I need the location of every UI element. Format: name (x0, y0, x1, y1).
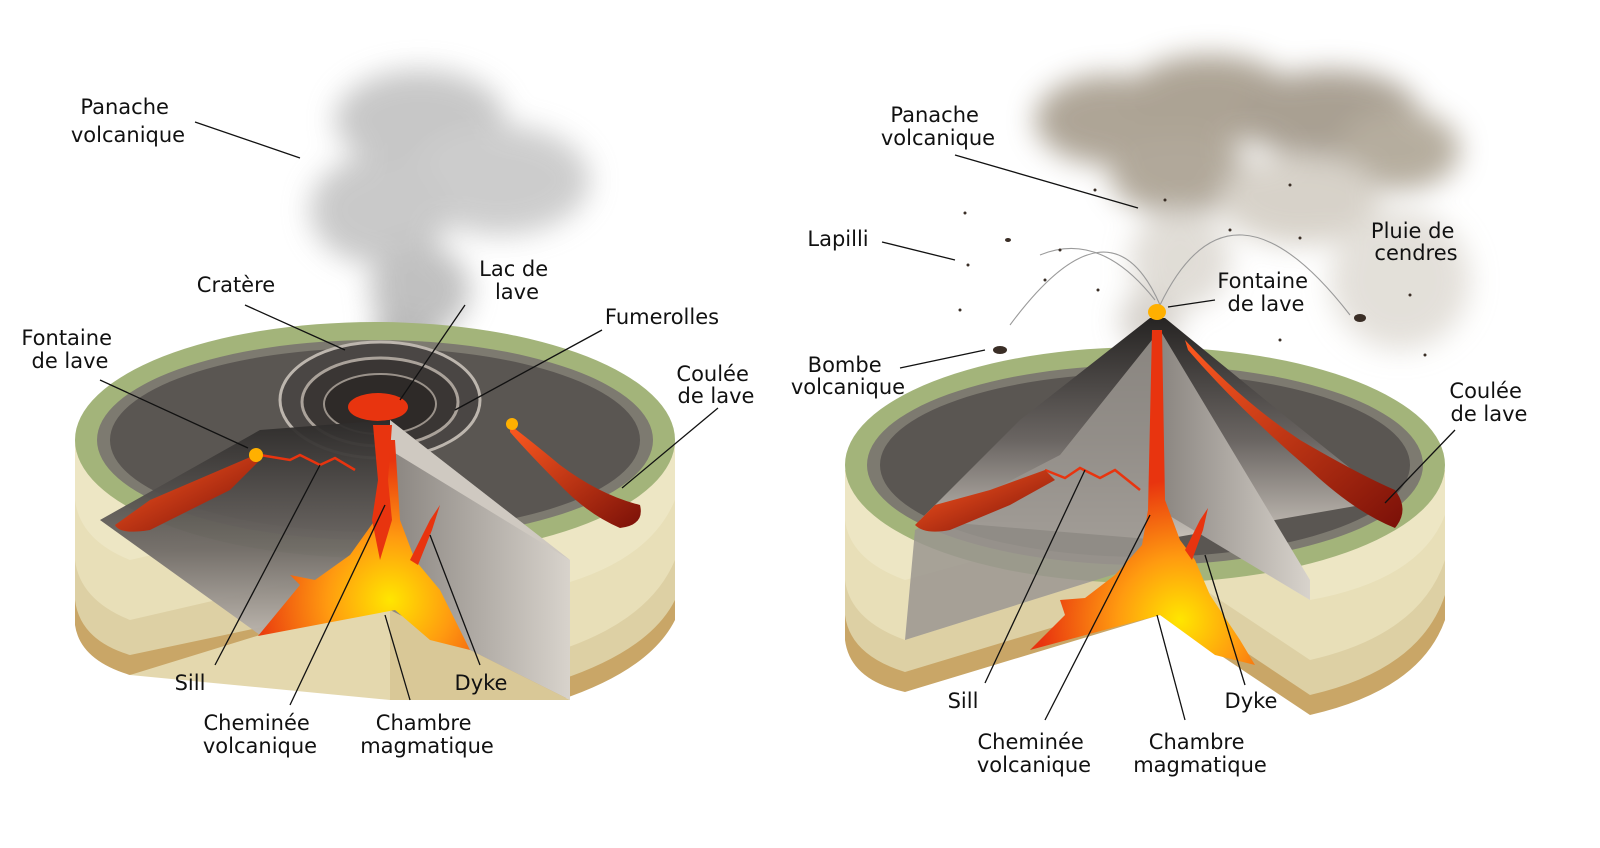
right-ash-plume (1035, 55, 1470, 350)
right-label-sill: Sill (948, 689, 979, 713)
left-dyke (410, 505, 440, 565)
left-label-dyke: Dyke (455, 671, 508, 695)
right-label-bombe: Bombe volcanique (791, 353, 905, 399)
left-lava-lake (348, 393, 408, 421)
left-lava-flow-right (510, 425, 641, 528)
right-label-lapilli: Lapilli (807, 227, 868, 251)
right-label-dyke: Dyke (1225, 689, 1278, 713)
right-label-cheminee: Cheminée volcanique (977, 730, 1091, 777)
right-ejecta-trajectories (1009, 234, 1351, 326)
left-flow-source (506, 418, 518, 430)
right-lava-fountain (1148, 304, 1166, 320)
left-label-fumerolles: Fumerolles (605, 305, 719, 329)
right-volcano (845, 55, 1470, 715)
right-ejecta (958, 183, 1427, 357)
left-magma-chamber (258, 440, 470, 650)
left-label-coulee: Coulée de lave (676, 362, 755, 408)
right-label-panache: Panache volcanique (881, 103, 995, 150)
right-sill (1044, 466, 1141, 491)
right-lava-flow-left (915, 470, 1055, 532)
left-volcano (75, 70, 675, 700)
left-label-chambre: Chambre magmatique (360, 711, 494, 758)
right-lava-flow-right (1185, 340, 1403, 528)
right-label-chambre: Chambre magmatique (1133, 730, 1267, 777)
right-label-coulee: Coulée de lave (1449, 379, 1528, 426)
leader-lines (99, 121, 1456, 721)
left-label-fontaine: Fontaine de lave (21, 326, 118, 373)
right-dyke (1185, 508, 1208, 560)
left-label-cheminee: Cheminée volcanique (203, 711, 317, 758)
right-label-fontaine: Fontaine de lave (1217, 269, 1314, 316)
left-lava-flow-left (115, 455, 258, 532)
left-label-cratere: Cratère (197, 273, 275, 297)
right-magma-chamber (1030, 330, 1255, 665)
left-label-sill: Sill (175, 671, 206, 695)
left-lava-fountain (249, 448, 263, 462)
left-volcanic-plume (310, 70, 590, 390)
left-sill (259, 453, 356, 472)
left-label-panache: Panache volcanique (71, 95, 185, 147)
left-conduit (372, 425, 392, 560)
labels: Panache volcanique Cratère Lac de lave F… (21, 95, 1528, 777)
right-label-pluie: Pluie de cendres (1371, 219, 1461, 265)
left-label-lac-de-lave: Lac de lave (479, 257, 555, 304)
